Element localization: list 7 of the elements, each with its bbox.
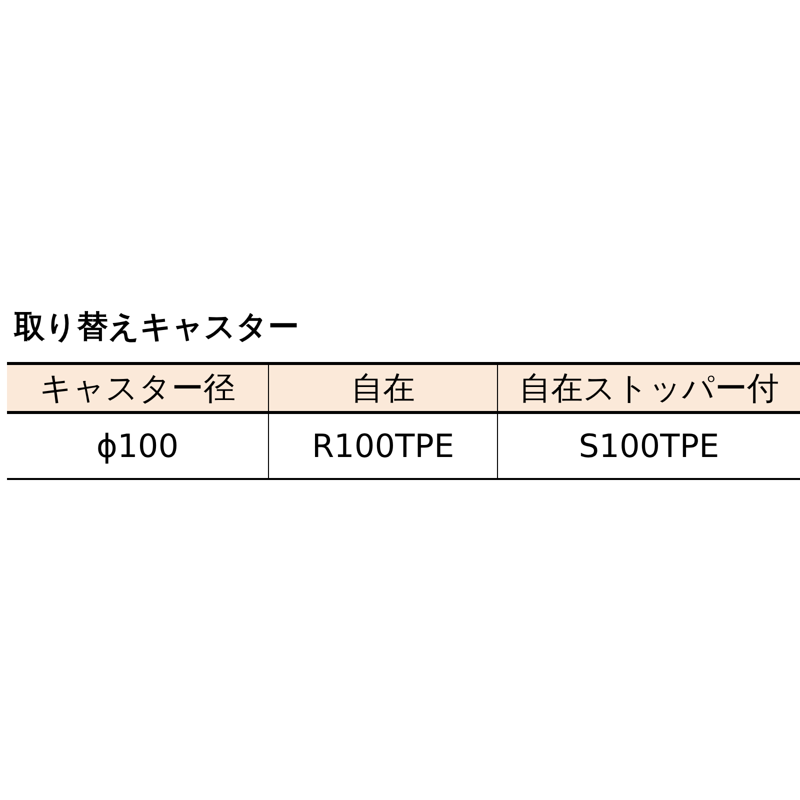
header-cell: 自在 bbox=[268, 365, 497, 411]
table-cell: S100TPE bbox=[497, 414, 800, 478]
header-cell-text: キャスター径 bbox=[38, 368, 236, 409]
table-cell: R100TPE bbox=[268, 414, 497, 478]
table-cell-text: ϕ100 bbox=[95, 426, 180, 467]
header-cell: 自在ストッパー付 bbox=[497, 365, 800, 411]
table-title: 取り替えキャスター bbox=[14, 312, 299, 343]
